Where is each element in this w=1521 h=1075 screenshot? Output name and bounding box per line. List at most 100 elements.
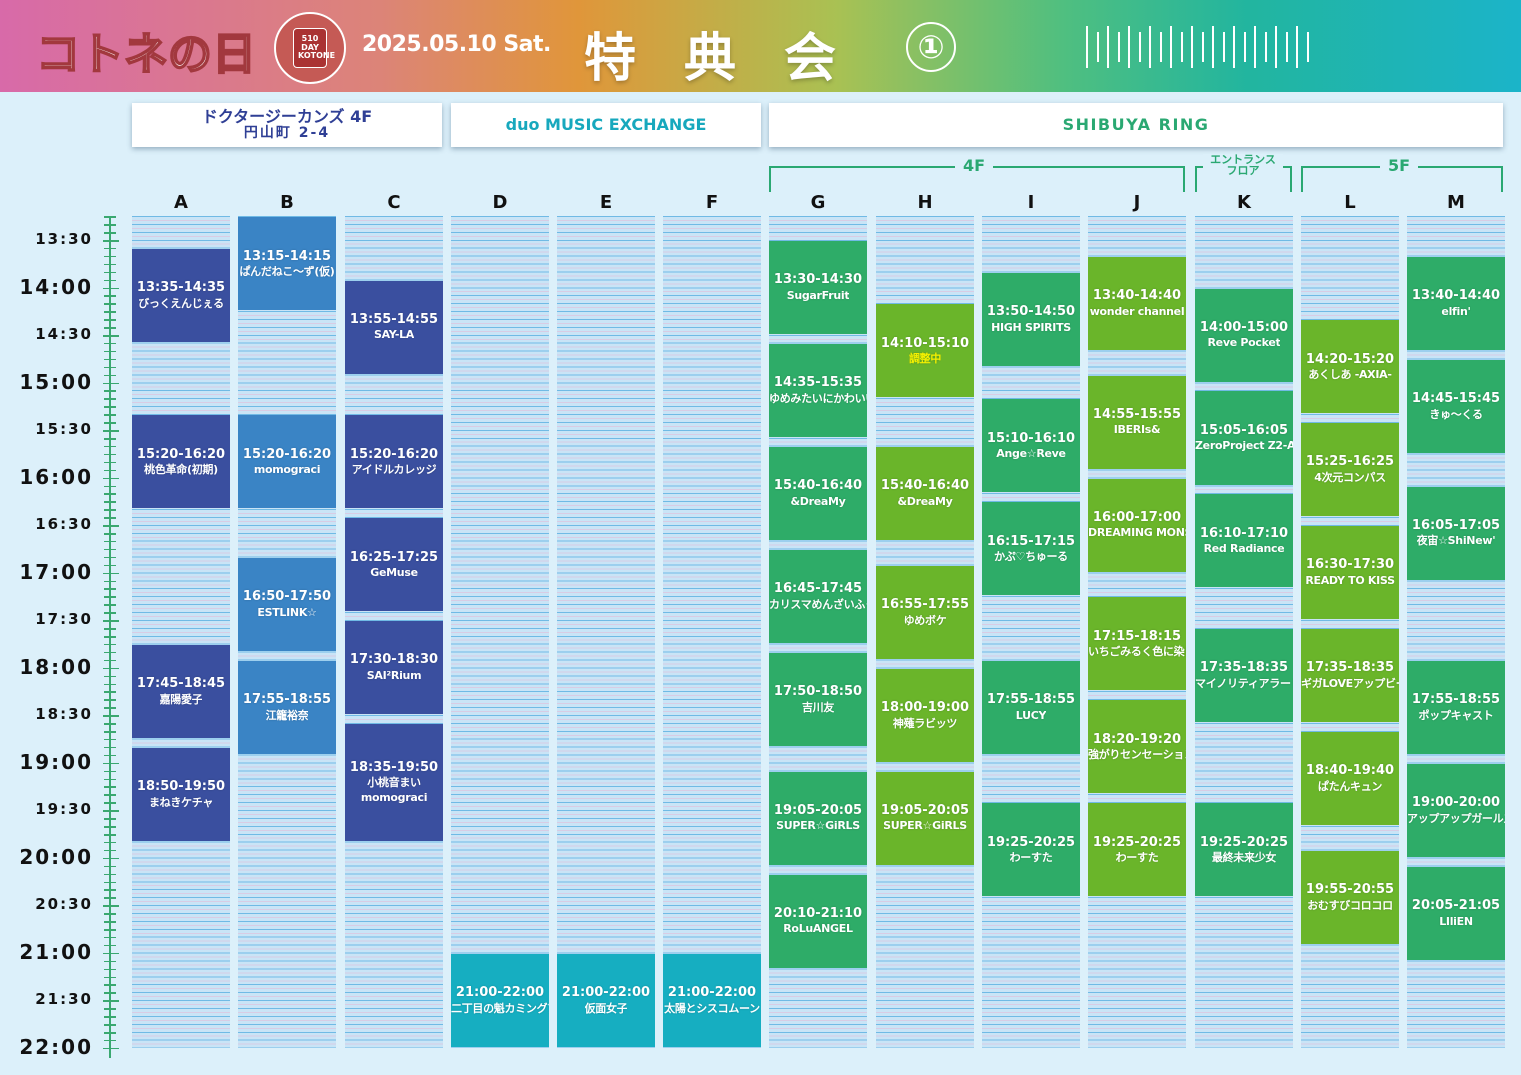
slot-performer: ゆめみたいにかわいい <box>769 391 867 405</box>
venue-name: duo MUSIC EXCHANGE <box>505 114 707 134</box>
timetable-slot[interactable]: 16:45-17:45カリスマめんざいふっ! <box>769 549 867 643</box>
barcode-line <box>1201 32 1204 62</box>
time-tick <box>104 319 116 321</box>
slot-time: 19:25-20:25 <box>1199 834 1289 850</box>
timetable-slot[interactable]: 21:00-22:00二丁目の魁カミングアウト <box>451 953 549 1047</box>
slot-performer: LIliEN <box>1439 914 1473 928</box>
slot-performer: SugarFruit <box>786 288 850 302</box>
time-tick <box>104 350 116 353</box>
time-label: 22:00 <box>19 1034 93 1059</box>
event-date: 2025.05.10 Sat. <box>362 32 551 57</box>
time-tick <box>104 255 116 258</box>
slot-time: 13:30-14:30 <box>773 272 863 288</box>
column-header-k: K <box>1237 192 1251 213</box>
slot-time: 16:15-17:15 <box>986 533 1076 549</box>
timetable-slot[interactable]: 15:40-16:40&DreaMy <box>876 446 974 540</box>
timetable-slot[interactable]: 17:15-18:15いちごみるく色に染まりたい。 <box>1088 597 1186 691</box>
slot-time: 14:10-15:10 <box>880 335 970 351</box>
slot-performer: びっくえんじぇる <box>138 296 224 310</box>
time-tick <box>104 889 116 891</box>
slot-performer: momograci <box>360 791 428 805</box>
barcode-line <box>1254 26 1256 68</box>
slot-time: 15:25-16:25 <box>1305 454 1395 470</box>
time-label: 16:30 <box>35 515 93 534</box>
timetable-slot[interactable]: 19:00-20:00アップアップガールズ(2) <box>1407 763 1505 857</box>
barcode-line <box>1264 32 1267 62</box>
time-tick <box>104 533 116 535</box>
slot-time: 15:20-16:20 <box>242 446 332 462</box>
time-tick <box>103 905 119 907</box>
timetable-slot[interactable]: 15:40-16:40&DreaMy <box>769 446 867 540</box>
slot-time: 18:40-19:40 <box>1305 763 1395 779</box>
time-tick <box>104 841 116 844</box>
time-tick <box>103 572 119 575</box>
timetable-slot[interactable]: 17:35-18:35ギガLOVEアップビート <box>1301 629 1399 723</box>
slot-time: 15:10-16:10 <box>986 430 1076 446</box>
slot-time: 13:40-14:40 <box>1411 288 1501 304</box>
slot-performer: SUPER☆GiRLS <box>776 819 860 833</box>
slot-performer: DREAMING MONSTER <box>1088 526 1186 540</box>
slot-time: 15:40-16:40 <box>880 478 970 494</box>
time-tick <box>104 327 116 329</box>
time-tick <box>104 216 116 218</box>
slot-time: 19:55-20:55 <box>1305 882 1395 898</box>
slot-time: 19:00-20:00 <box>1411 795 1501 811</box>
time-tick <box>104 707 116 709</box>
slot-performer: READY TO KISS <box>1305 573 1395 587</box>
time-tick <box>104 818 116 820</box>
time-tick <box>104 271 116 274</box>
time-tick <box>104 1032 116 1034</box>
time-tick <box>103 477 119 480</box>
slot-performer: LUCY <box>1015 708 1047 722</box>
